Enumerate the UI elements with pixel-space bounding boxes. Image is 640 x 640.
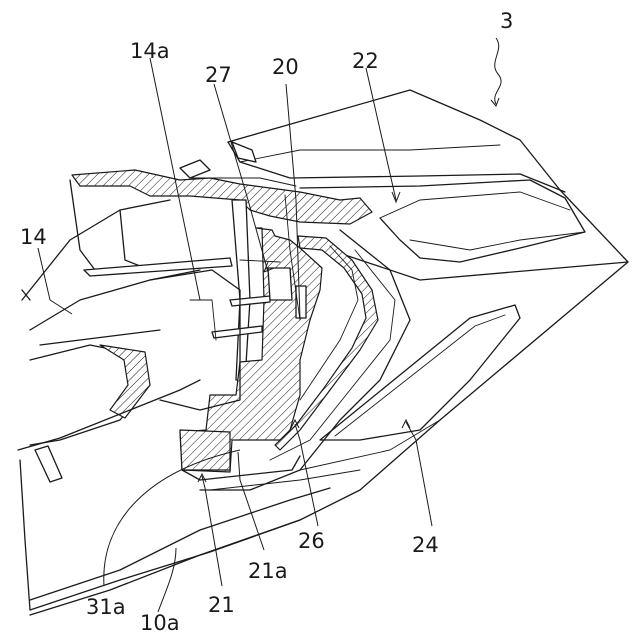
label-10a: 10a: [140, 611, 180, 635]
label-14: 14: [20, 225, 47, 249]
label-31a: 31a: [86, 595, 126, 619]
label-27: 27: [205, 63, 232, 87]
label-21: 21: [208, 593, 235, 617]
label-22: 22: [352, 49, 379, 73]
label-21a: 21a: [248, 559, 288, 583]
label-20: 20: [272, 55, 299, 79]
label-14a: 14a: [130, 39, 170, 63]
label-26: 26: [298, 529, 325, 553]
label-24: 24: [412, 533, 439, 557]
label-3: 3: [500, 9, 513, 33]
